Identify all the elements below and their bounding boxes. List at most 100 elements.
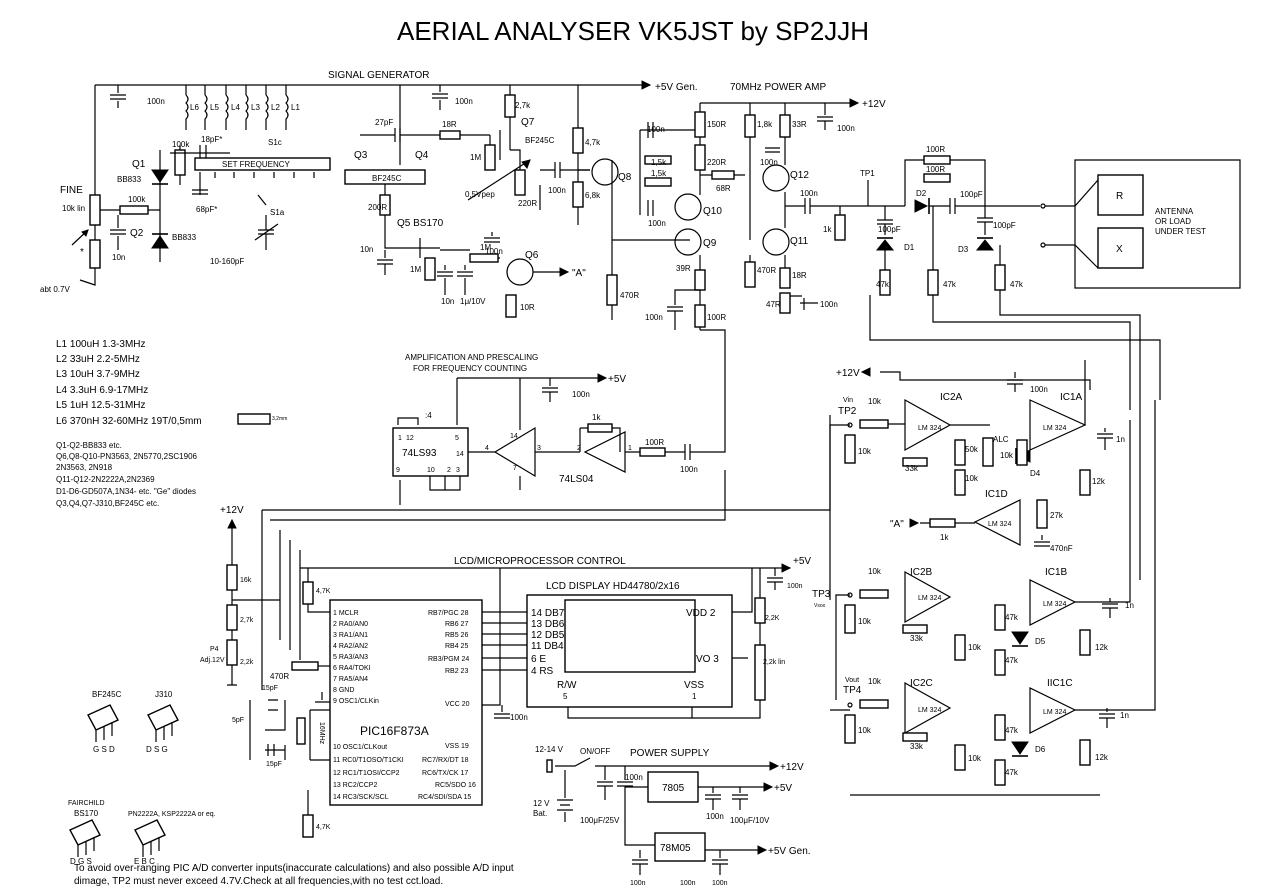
label-39r: 39R — [676, 264, 691, 273]
label-05vpep: 0,5Vpep — [465, 190, 495, 199]
resistor-1k8 — [744, 114, 756, 138]
opamp-ic2b — [904, 570, 952, 624]
label-q1-type: BB833 — [117, 175, 142, 184]
label-lm324-b: LM 324 — [1043, 425, 1066, 432]
lcd-section: LCD DISPLAY HD44780/2x16 14 DB7 13 DB6 1… — [526, 568, 803, 719]
label-100n-mcu: 100n — [510, 713, 528, 722]
label-l1: L1 — [291, 103, 300, 112]
resistor-4k7-mclr — [302, 581, 314, 605]
mcu-pin-1: 1 MCLR — [333, 610, 359, 617]
resistor-10r — [505, 294, 517, 318]
label-pot-fine: 10k lin — [62, 204, 85, 213]
resistor-47k-b — [927, 269, 939, 296]
label-12v-bat: 12 V — [533, 799, 550, 808]
label-10k-g: 10k — [968, 643, 982, 652]
label-ic2b: IC2B — [910, 567, 933, 578]
mcu-pin-16: RC5/SDO 16 — [435, 782, 476, 789]
label-78m05: 78M05 — [660, 843, 691, 854]
label-abt-07v: abt 0.7V — [40, 285, 70, 294]
label-bridge-r: R — [1116, 191, 1123, 202]
label-p4-adj: Adj.12V — [200, 657, 225, 664]
label-pn2222-pins: E B C — [134, 857, 155, 866]
label-lcd-title: LCD DISPLAY HD44780/2x16 — [546, 581, 680, 592]
label-antenna-line3: UNDER TEST — [1155, 227, 1206, 236]
coil-row-l3: L3 10uH 3.7-9MHz — [56, 369, 140, 380]
label-12k-a: 12k — [1092, 477, 1106, 486]
pin-1: 1 — [398, 435, 402, 442]
coil-row-l4: L4 3.3uH 6.9-17MHz — [56, 385, 148, 396]
resistor-10k-c — [954, 469, 966, 496]
label-100n-b: 100n — [455, 97, 473, 106]
resistor-68r — [711, 170, 735, 180]
note-q6: Q6,Q8-Q10-PN3563, 2N5770,2SC1906 — [56, 452, 198, 461]
mcu-pin-19: VSS 19 — [445, 743, 469, 750]
label-27k: 27k — [1050, 511, 1064, 520]
label-15pf-a: 15pF — [262, 685, 278, 692]
label-q7: Q7 — [521, 117, 535, 128]
resistor-220r-b — [694, 144, 706, 171]
mcu-pin-18: RC7/RX/DT 18 — [422, 757, 469, 764]
resistor-100k-a — [119, 205, 149, 215]
note-q1q2: Q1-Q2-BB833 etc. — [56, 441, 122, 450]
label-bf245c-pins: G S D — [93, 745, 115, 754]
label-10r: 10R — [520, 303, 535, 312]
label-lm324-e: LM 324 — [1043, 601, 1066, 608]
label-2k2-lcd: 2,2K — [765, 615, 780, 622]
label-470r-b: 470R — [757, 266, 776, 275]
pot-10k-h — [859, 699, 889, 709]
label-bs170: BS170 — [74, 809, 99, 818]
pin-9: 9 — [396, 467, 400, 474]
resistor-100k-b — [174, 149, 186, 176]
label-2k2-lin: 2,2k lin — [763, 659, 785, 666]
coil-row-l5: L5 1uH 12.5-31MHz — [56, 400, 146, 411]
label-a-in: "A" — [890, 519, 904, 530]
pinout-pn2222 — [134, 819, 166, 846]
label-100n-ps-b: 100n — [706, 812, 724, 821]
lcd-pin-vss-num: 1 — [692, 692, 697, 701]
label-47k-b: 47k — [943, 280, 957, 289]
mcu-pin-11: 11 RC0/T1OSO/T1CKI — [333, 757, 404, 764]
resistor-12k-c — [1079, 739, 1091, 766]
inv-pin-7: 7 — [513, 465, 517, 472]
label-10k-d: 10k — [1000, 451, 1014, 460]
label-q3-type: BF245C — [372, 174, 402, 183]
label-q9: Q9 — [703, 238, 717, 249]
resistor-220r-a — [514, 169, 526, 196]
label-ic1a: IC1A — [1060, 392, 1083, 403]
resistor-1m-c — [469, 253, 499, 263]
label-18r-b: 18R — [792, 271, 807, 280]
label-lm324-f: LM 324 — [918, 707, 941, 714]
label-47k-e: 47k — [1005, 656, 1019, 665]
coil-row-l2: L2 33uH 2.2-5MHz — [56, 354, 140, 365]
label-q2-type: BB833 — [172, 233, 197, 242]
label-15pf-b: 15pF — [266, 761, 282, 768]
resistor-1k5-a — [644, 155, 672, 165]
label-1k-pre: 1k — [592, 413, 601, 422]
resistor-2k7-mcu — [226, 604, 238, 631]
label-100n-a: 100n — [147, 97, 165, 106]
resistor-12k-a — [1079, 469, 1091, 496]
label-5pf: 5pF — [232, 717, 244, 724]
label-j310-pins: D S G — [146, 745, 168, 754]
opamp-ic1d — [973, 499, 1021, 546]
mcu-pic16f873a — [329, 599, 483, 806]
rail-label-5v-gen-ps: +5V Gen. — [768, 846, 811, 857]
rail-label-5v-ps: +5V — [774, 783, 792, 794]
label-vsox: Vsox — [814, 603, 826, 609]
label-q6: Q6 — [525, 250, 539, 261]
inv-pin-2: 2 — [577, 445, 581, 452]
label-100n-pre-b: 100n — [680, 465, 698, 474]
mcu-pin-12: 12 RC1/T1OSI/CCP2 — [333, 770, 400, 777]
label-ic1d: IC1D — [985, 489, 1008, 500]
lcd-pin-e: 6 E — [531, 654, 546, 665]
set-frequency-bar — [194, 157, 331, 171]
label-2k7: 2,7k — [515, 101, 531, 110]
mcu-pin-26: RB5 26 — [445, 632, 468, 639]
label-10k-j: 10k — [968, 754, 982, 763]
label-s1a: S1a — [270, 208, 285, 217]
mcu-pin-9: 9 OSC1/CLKin — [333, 698, 379, 705]
section-label-power-supply: POWER SUPPLY — [630, 748, 710, 759]
label-l5: L5 — [210, 103, 219, 112]
label-18r: 18R — [442, 120, 457, 129]
signal-generator-section: SIGNAL GENERATOR +5V Gen. FINE 10k lin *… — [40, 70, 698, 318]
